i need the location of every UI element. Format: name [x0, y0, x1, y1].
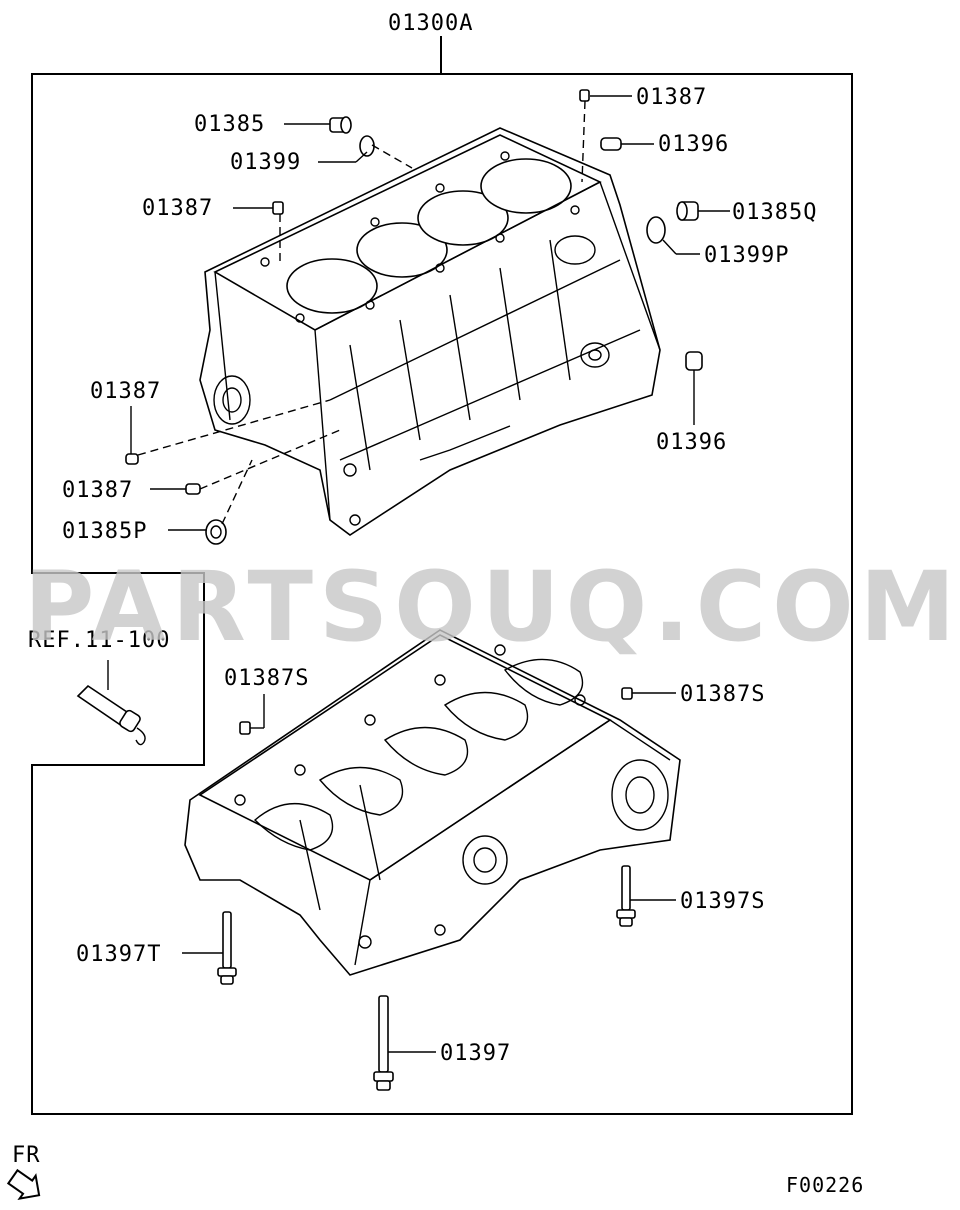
watermark: PARTSOUQ.COM: [24, 551, 960, 663]
gasket-01399-icon: [359, 135, 375, 157]
bolt-01397T-icon: [217, 911, 237, 985]
dowel-01396-top-icon: [600, 137, 622, 151]
label-01385Q: 01385Q: [732, 200, 817, 225]
ref-label: REF.11-100: [28, 628, 170, 653]
pin-01387-top-icon: [579, 89, 590, 102]
plug-01385P-icon: [205, 519, 227, 545]
cylinder-block-upper: [199, 127, 661, 536]
gasket-01399P-icon: [646, 216, 666, 244]
dowel-01396-mid-icon: [685, 351, 703, 371]
front-arrow-icon: [6, 1168, 41, 1201]
label-01397: 01397: [440, 1041, 511, 1066]
label-01396-mid: 01396: [656, 430, 727, 455]
label-01397S: 01397S: [680, 889, 765, 914]
label-01396-top: 01396: [658, 132, 729, 157]
label-01387S-right: 01387S: [680, 682, 765, 707]
label-01397T: 01397T: [76, 942, 161, 967]
pin-01387S-left-icon: [239, 721, 251, 735]
crankcase-lower: [184, 629, 681, 976]
assembly-code: 01300A: [388, 11, 473, 36]
leader-lines: [107, 95, 730, 1053]
label-01385: 01385: [194, 112, 265, 137]
bolt-01397-icon: [373, 995, 394, 1091]
pin-01387-mid-icon: [125, 453, 139, 465]
direction-label: FR: [12, 1143, 41, 1168]
label-01387-low: 01387: [62, 478, 133, 503]
pin-01387S-right-icon: [621, 687, 633, 700]
label-01387S-left: 01387S: [224, 666, 309, 691]
label-01399: 01399: [230, 150, 301, 175]
sealant-tube-icon: [76, 684, 146, 746]
pin-01387-low-icon: [185, 483, 201, 495]
plug-01385-icon: [329, 116, 352, 134]
label-01387-top-left: 01387: [142, 196, 213, 221]
assembly-frame: [31, 73, 853, 1115]
label-01387-mid: 01387: [90, 379, 161, 404]
figure-code: F00226: [786, 1173, 864, 1197]
bolt-01397S-icon: [616, 865, 636, 927]
label-01385P: 01385P: [62, 519, 147, 544]
label-01387-top: 01387: [636, 85, 707, 110]
label-01399P: 01399P: [704, 243, 789, 268]
pin-01387-top-left-icon: [272, 201, 284, 215]
plug-01385Q-icon: [676, 201, 699, 221]
